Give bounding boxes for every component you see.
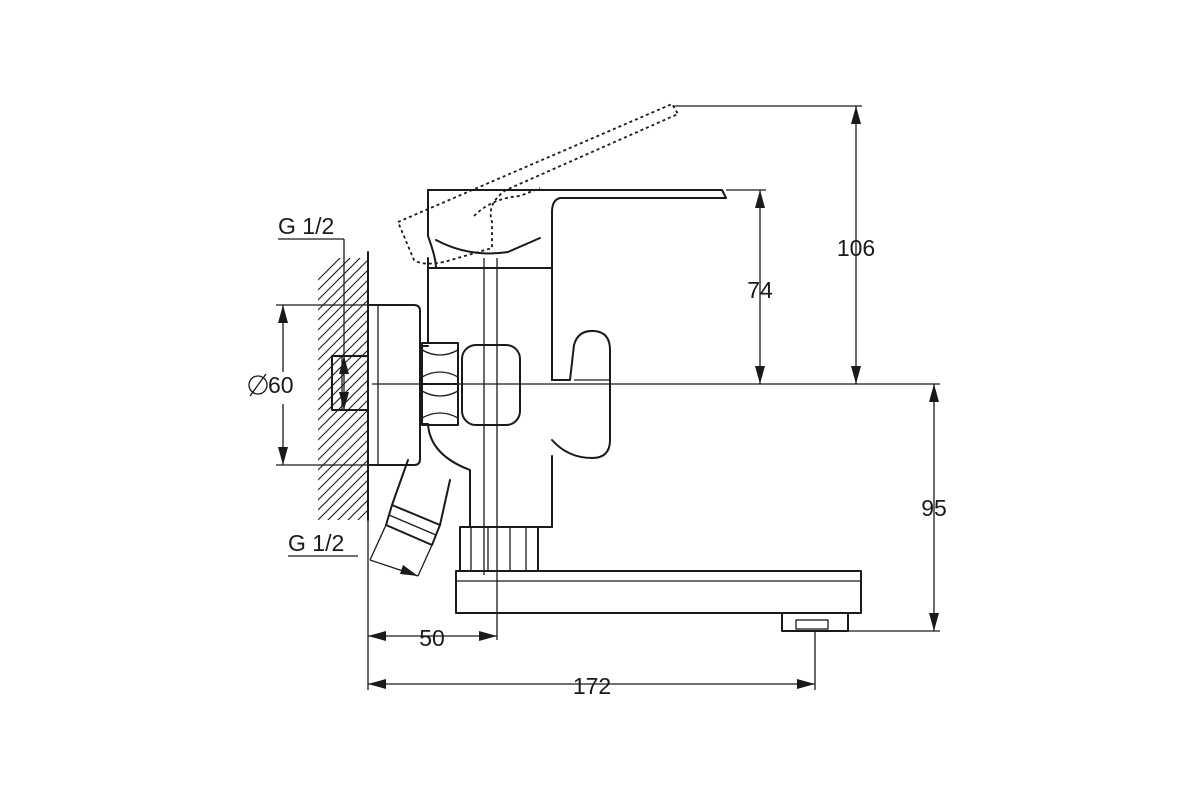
hatch-line (318, 259, 368, 311)
dimension-lines (276, 105, 940, 690)
dim-50-label: 50 (419, 625, 445, 651)
wall (318, 251, 369, 600)
hatch-line (318, 258, 341, 281)
hatch-line (318, 449, 368, 501)
diameter-label: 60 (268, 372, 294, 398)
diameter-symbol-icon (248, 373, 268, 397)
hatch-line (357, 509, 368, 520)
hatch-line (337, 489, 368, 520)
wall-hatching (318, 258, 368, 600)
lower-outlet (385, 459, 451, 546)
hatch-line (318, 349, 368, 401)
hatch-line (318, 429, 368, 481)
hatch-line (318, 269, 368, 321)
hatch-line (318, 399, 368, 451)
hatch-line (318, 319, 368, 371)
thread-bottom-label: G 1/2 (288, 530, 344, 556)
wall-fitting (331, 355, 369, 411)
lever (396, 102, 727, 269)
body-window (461, 344, 521, 426)
hatch-line (318, 309, 368, 361)
dim-172-label: 172 (573, 673, 611, 699)
spout (455, 570, 862, 632)
hatch-line (318, 258, 361, 301)
diverter-knob (551, 329, 611, 459)
hatch-line (327, 479, 368, 520)
raised-lever-outline (396, 102, 680, 265)
mixer-body (427, 257, 553, 528)
hatch-line (318, 550, 368, 600)
dim-106-label: 106 (837, 235, 875, 261)
dim-74-label: 74 (747, 277, 773, 303)
hatch-line (318, 289, 368, 341)
dim-95-label: 95 (921, 495, 947, 521)
hatch-line (318, 469, 368, 520)
thread-top-label: G 1/2 (278, 213, 334, 239)
reference-lines (372, 258, 940, 640)
hatch-line (318, 389, 368, 441)
hatch-line (347, 499, 368, 520)
hatch-line (318, 409, 368, 461)
hatch-line (318, 299, 368, 351)
hex-nut (421, 342, 459, 426)
dimension-labels: 106 74 95 50 172 G 1/2 G 1/2 60 (248, 213, 947, 699)
spout-nut (459, 526, 539, 572)
hatch-line (318, 359, 368, 411)
hatch-line (318, 258, 351, 291)
hatch-line (318, 459, 368, 511)
hatch-line (318, 419, 368, 471)
